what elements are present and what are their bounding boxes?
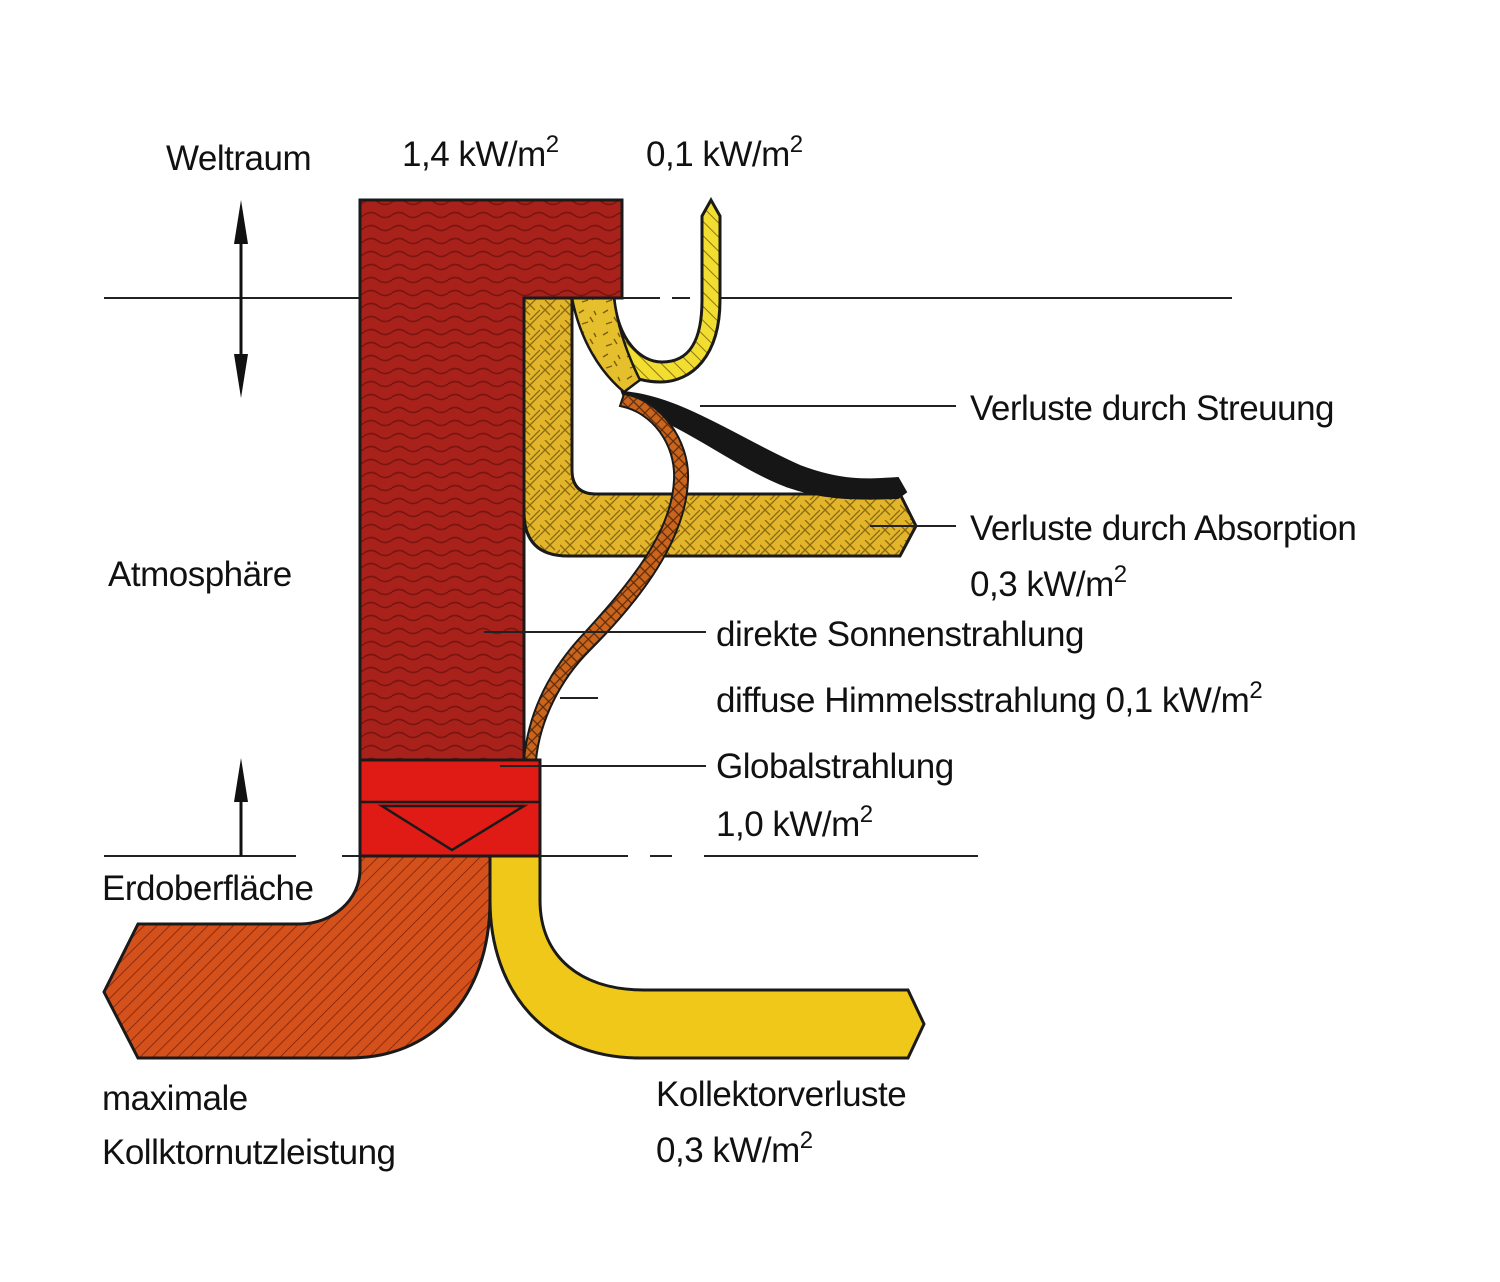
space-label-text: Weltraum	[166, 139, 312, 178]
scatter-loss-flow	[620, 390, 908, 500]
useful-power-line1-text: maximale	[102, 1079, 248, 1118]
global-radiation-block	[358, 758, 542, 858]
global-radiation-label: Globalstrahlung	[716, 746, 954, 788]
diffuse-exponent: 2	[1249, 677, 1263, 704]
absorption-loss-label-text: Verluste durch Absorption	[970, 509, 1357, 548]
leader-lines	[484, 405, 956, 767]
scatter-loss-label: Verluste durch Streuung	[970, 388, 1335, 430]
absorption-exponent: 2	[1113, 561, 1127, 588]
scatter-up-value: 0,1 kW/m2	[646, 131, 803, 176]
scatter-loss-label-text: Verluste durch Streuung	[970, 389, 1335, 428]
useful-power-label-line1: maximale	[102, 1078, 248, 1120]
useful-power-flow	[102, 854, 492, 1060]
extraterrestrial-value: 1,4 kW/m2	[402, 131, 559, 176]
global-down-triangle-icon	[377, 804, 529, 852]
global-radiation-value: 1,0 kW/m2	[716, 801, 873, 846]
useful-power-line2-text: Kollktornutzleistung	[102, 1133, 396, 1172]
collector-loss-label: Kollektorverluste	[656, 1074, 907, 1116]
direct-radiation-flow	[358, 198, 624, 762]
collector-loss-label-text: Kollektorverluste	[656, 1075, 907, 1114]
extraterrestrial-exponent: 2	[545, 131, 559, 158]
absorption-value-text: 0,3 kW/m	[970, 565, 1114, 604]
diffuse-radiation-label-text: diffuse Himmelsstrahlung 0,1 kW/m	[716, 681, 1250, 720]
extraterrestrial-value-text: 1,4 kW/m	[402, 135, 546, 174]
earth-surface-label-text: Erdoberfläche	[102, 869, 314, 908]
global-exponent: 2	[859, 801, 873, 828]
earth-surface-label: Erdoberfläche	[102, 868, 314, 910]
direct-radiation-label-text: direkte Sonnenstrahlung	[716, 615, 1084, 654]
scatter-core-flow	[570, 296, 642, 394]
space-atmosphere-arrow	[234, 200, 248, 398]
scatter-up-exponent: 2	[789, 131, 803, 158]
global-value-text: 1,0 kW/m	[716, 805, 860, 844]
collector-loss-flow	[488, 854, 926, 1060]
collector-value-text: 0,3 kW/m	[656, 1131, 800, 1170]
surface-arrow	[234, 758, 248, 856]
scatter-up-value-text: 0,1 kW/m	[646, 135, 790, 174]
atmosphere-label-text: Atmosphäre	[108, 555, 292, 594]
global-radiation-label-text: Globalstrahlung	[716, 747, 954, 786]
direct-radiation-label: direkte Sonnenstrahlung	[716, 614, 1084, 656]
space-label: Weltraum	[166, 138, 312, 180]
collector-loss-value: 0,3 kW/m2	[656, 1127, 813, 1172]
useful-power-label-line2: Kollktornutzleistung	[102, 1132, 396, 1174]
atmosphere-label: Atmosphäre	[108, 554, 292, 596]
absorption-loss-value: 0,3 kW/m2	[970, 561, 1127, 606]
absorption-loss-label: Verluste durch Absorption	[970, 508, 1357, 550]
diffuse-radiation-label: diffuse Himmelsstrahlung 0,1 kW/m2	[716, 677, 1263, 722]
collector-exponent: 2	[799, 1127, 813, 1154]
